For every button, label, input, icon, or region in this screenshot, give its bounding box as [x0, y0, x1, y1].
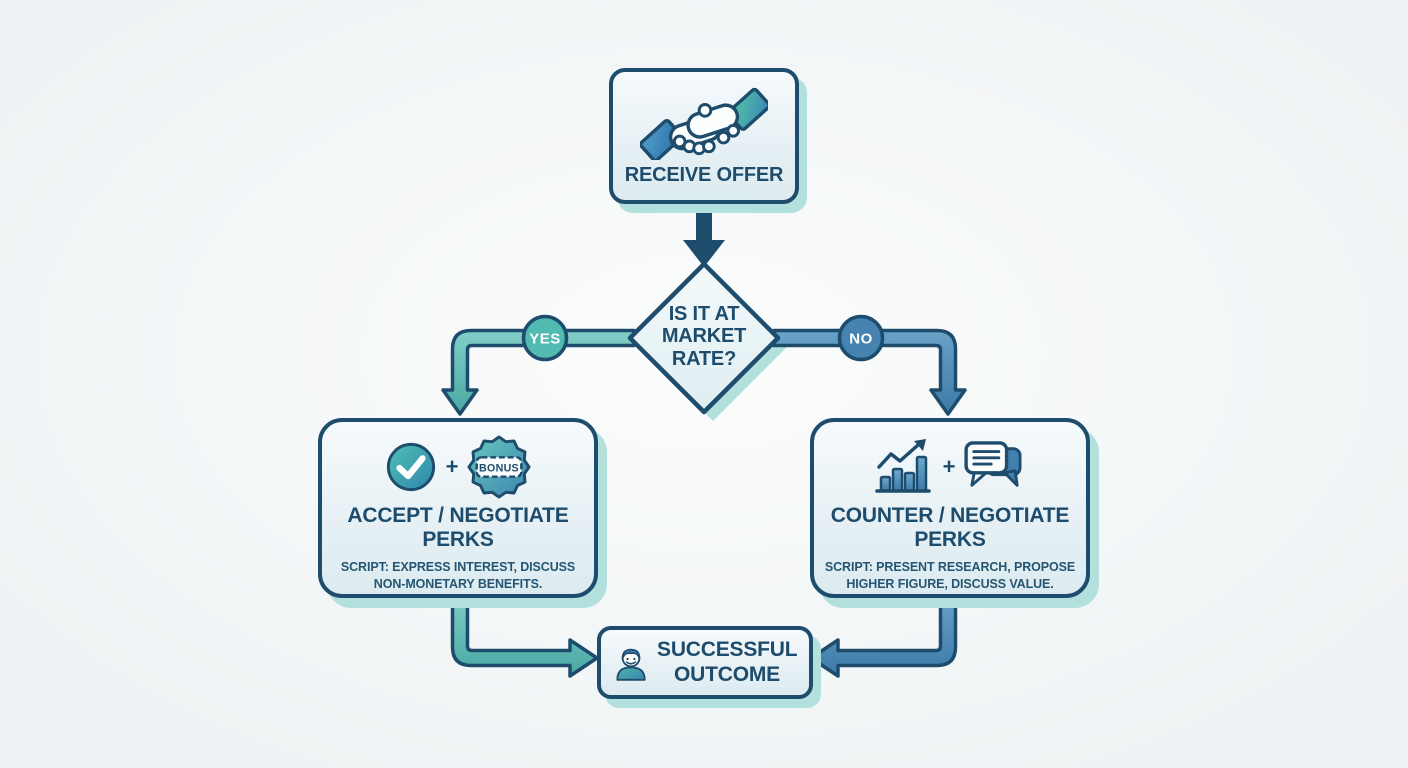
accept-icon-row: + BONUS [385, 434, 532, 500]
receive-offer-node: RECEIVE OFFER [609, 68, 799, 204]
accept-node: + BONUS ACCEPT / NEGOTIATE PERKS SCRIPT:… [318, 418, 598, 598]
no-arrow [772, 328, 967, 416]
counter-plus-separator: + [942, 454, 956, 479]
counter-icon-row: + [874, 434, 1027, 500]
accept-to-outcome-arrow [450, 590, 599, 678]
receive-offer-title: RECEIVE OFFER [624, 163, 784, 186]
counter-script: SCRIPT: PRESENT RESEARCH, PROPOSE HIGHER… [824, 560, 1076, 591]
accept-title: ACCEPT / NEGOTIATE PERKS [347, 504, 569, 552]
decision-diamond [627, 261, 781, 415]
counter-title: COUNTER / NEGOTIATE PERKS [830, 504, 1070, 552]
accept-plus-separator: + [445, 454, 459, 479]
counter-node: + COUNTER / NEGOTIATE PERKS SCRIPT: PRES… [810, 418, 1090, 598]
decision-question: IS IT AT MARKET RATE? [661, 303, 747, 370]
counter-to-outcome-arrow [809, 590, 958, 678]
outcome-node: SUCCESSFUL OUTCOME [597, 626, 813, 699]
outcome-title: SUCCESSFUL OUTCOME [657, 638, 798, 686]
accept-script: SCRIPT: EXPRESS INTEREST, DISCUSS NON-MO… [340, 560, 576, 591]
no-badge: NO [837, 314, 885, 362]
bonus-badge-label: BONUS [479, 462, 519, 474]
check-circle-icon [386, 442, 435, 492]
handshake-icon [640, 87, 768, 160]
bonus-badge-icon: BONUS [467, 435, 531, 499]
bar-chart-icon [874, 439, 931, 493]
no-badge-label: NO [849, 331, 873, 348]
offer-to-decision-arrow [683, 198, 725, 267]
chat-bubbles-icon [964, 441, 1022, 487]
person-icon [616, 648, 646, 681]
yes-badge-label: YES [529, 331, 561, 348]
yes-arrow [441, 328, 636, 416]
yes-badge: YES [521, 314, 569, 362]
